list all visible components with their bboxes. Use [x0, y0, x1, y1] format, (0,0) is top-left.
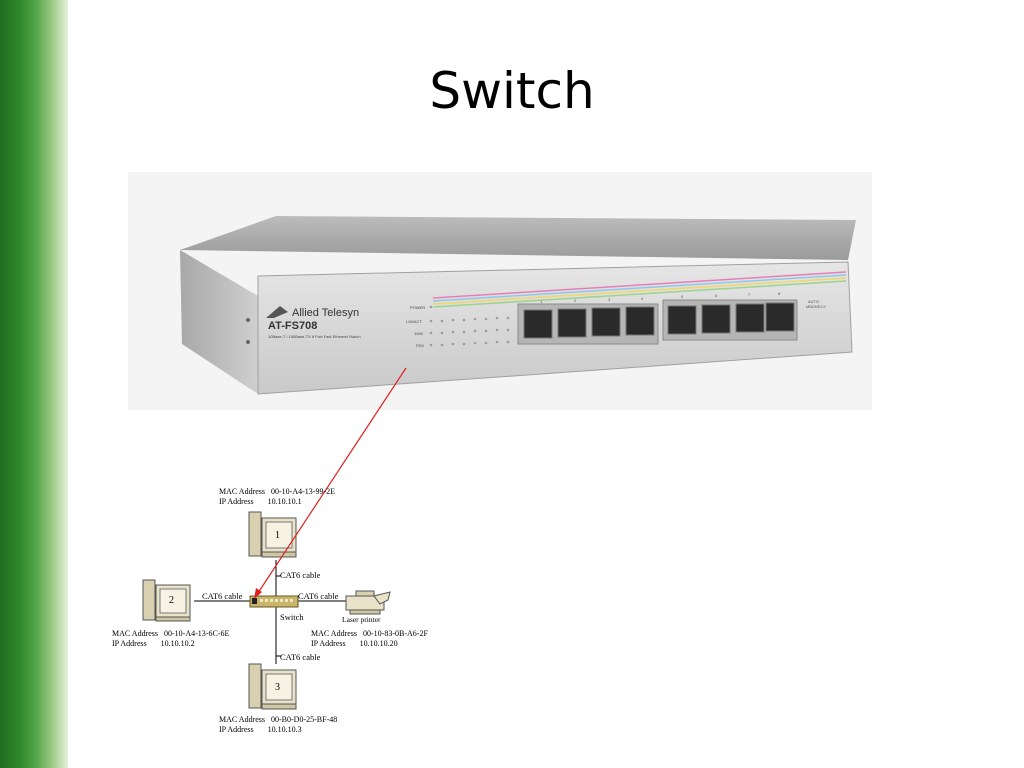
auto-label-line-2: MDI/MDI-X [806, 304, 826, 309]
ip-label: IP Address [311, 639, 346, 648]
port-number-4: 4 [641, 296, 644, 301]
port-number-7: 7 [748, 292, 751, 297]
port-number-1: 1 [540, 299, 543, 304]
mounting-hole-icon [246, 340, 250, 344]
ethernet-port-icon [735, 303, 765, 333]
mac-label: MAC Address [219, 715, 266, 724]
ethernet-port-icon [667, 305, 697, 335]
port-number-3: 3 [608, 297, 611, 302]
ethernet-port-icon [765, 302, 795, 332]
ethernet-port-icon [523, 309, 553, 339]
led-label-fdx: FDX [416, 343, 424, 348]
ip-label: IP Address [219, 497, 254, 506]
mac-value: 00-10-83-0B-A6-2F [363, 629, 428, 638]
allied-telesyn-logo-icon [266, 306, 288, 318]
ip-value: 10.10.10.2 [160, 639, 195, 648]
cable-label-left: CAT6 cable [202, 591, 243, 601]
computer-1-address: MAC Address 00-10-A4-13-99-2E IP Address… [219, 487, 335, 507]
cable-label-top: CAT6 cable [280, 570, 321, 580]
arrow-head-icon [254, 588, 262, 599]
ethernet-port-icon [591, 307, 621, 337]
mac-value: 00-10-A4-13-6C-6E [164, 629, 230, 638]
computer-1-icon [248, 511, 297, 558]
brand-name: Allied Telesyn [292, 307, 359, 319]
mac-value: 00-10-A4-13-99-2E [271, 487, 335, 496]
slide-title: Switch [429, 62, 595, 120]
ip-value: 10.10.10.1 [267, 497, 302, 506]
ip-label: IP Address [112, 639, 147, 648]
mac-label: MAC Address [311, 629, 358, 638]
led-label-speed: 10/M [414, 331, 423, 336]
laser-printer-icon [345, 590, 391, 615]
printer-label: Laser printer [342, 615, 381, 624]
computer-2-icon [142, 579, 191, 622]
computer-3-number: 3 [275, 682, 280, 693]
switch-label: Switch [280, 612, 304, 622]
computer-3-address: MAC Address 00-B0-D0-25-BF-48 IP Address… [219, 715, 337, 735]
port-number-5: 5 [681, 294, 684, 299]
computer-3-icon [248, 663, 297, 710]
mac-value: 00-B0-D0-25-BF-48 [271, 715, 338, 724]
cable-label-right: CAT6 cable [298, 591, 339, 601]
pointer-arrow [255, 367, 407, 597]
cable-label-bottom: CAT6 cable [280, 652, 321, 662]
ethernet-ports [523, 302, 795, 339]
computer-2-address: MAC Address 00-10-A4-13-6C-6E IP Address… [112, 629, 229, 649]
switch-left-side [180, 250, 258, 394]
rainbow-stripes [432, 271, 847, 308]
model-description: 10Base-T / 100Base-TX 8 Port Fast Ethern… [268, 334, 361, 339]
ethernet-port-icon [557, 308, 587, 338]
ip-value: 10.10.10.20 [359, 639, 398, 648]
ip-label: IP Address [219, 725, 254, 734]
computer-2-number: 2 [169, 595, 174, 606]
led-grid [429, 305, 510, 347]
computer-1-number: 1 [275, 530, 280, 541]
led-label-link: L/M/ACT [406, 319, 422, 324]
printer-address: MAC Address 00-10-83-0B-A6-2F IP Address… [311, 629, 428, 649]
ip-value: 10.10.10.3 [267, 725, 302, 734]
switch-device-icon [249, 595, 299, 608]
port-number-8: 8 [778, 291, 781, 296]
port-number-2: 2 [574, 298, 577, 303]
switch-photo: Allied Telesyn AT-FS708 10Base-T / 100Ba… [180, 216, 856, 395]
slide-side-bar [0, 0, 68, 768]
model-name: AT-FS708 [268, 320, 317, 332]
auto-label-line-1: AUTO [808, 299, 819, 304]
ethernet-port-icon [625, 306, 655, 336]
port-number-6: 6 [715, 293, 718, 298]
mac-label: MAC Address [112, 629, 159, 638]
mounting-hole-icon [246, 318, 250, 322]
led-label-power: POWER [410, 305, 425, 310]
auto-mdi-label: AUTO MDI/MDI-X [806, 299, 826, 309]
mac-label: MAC Address [219, 487, 266, 496]
ethernet-port-icon [701, 304, 731, 334]
switch-top-surface [180, 216, 856, 260]
